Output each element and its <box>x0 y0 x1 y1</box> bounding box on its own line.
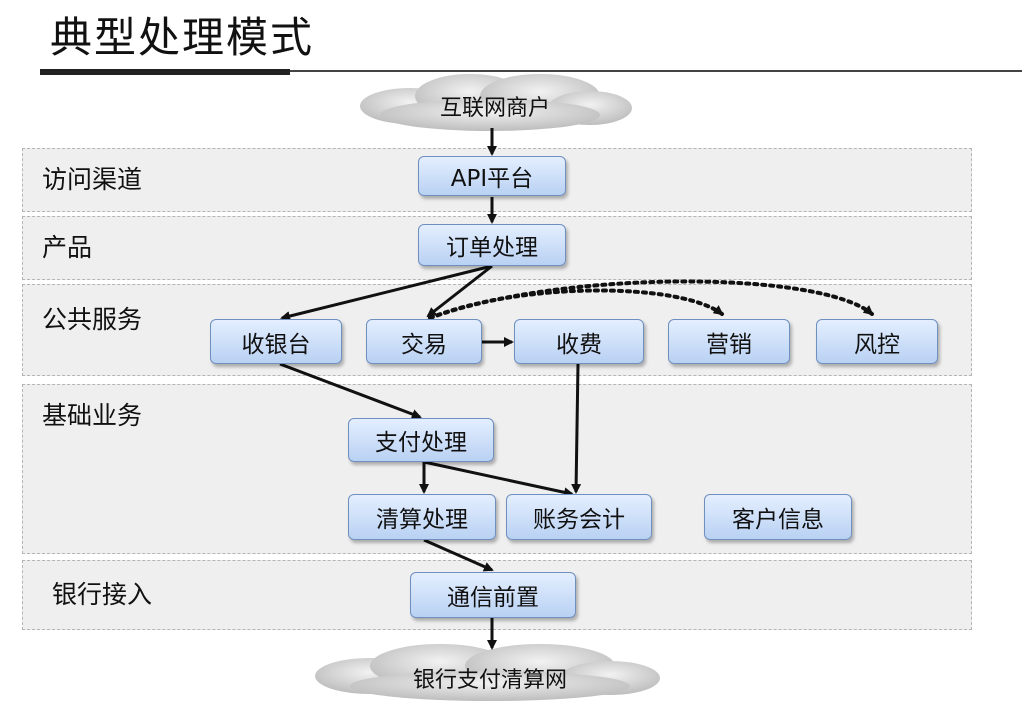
layer-band-bank-access <box>22 560 972 630</box>
layer-label-access: 访问渠道 <box>42 165 143 194</box>
cloud-shape-top <box>360 74 632 131</box>
node-clearing-processing[interactable]: 清算处理 <box>348 494 496 540</box>
arrow-clearing-to-gateway <box>423 538 494 572</box>
node-trade[interactable]: 交易 <box>366 319 482 364</box>
arrow-order-to-trade <box>426 264 493 318</box>
node-communication-gateway[interactable]: 通信前置 <box>410 572 576 618</box>
title-accent-bar <box>40 69 290 75</box>
node-api-platform[interactable]: API平台 <box>418 156 566 196</box>
merchant-cloud-label: 互联网商户 <box>439 96 550 121</box>
node-fee[interactable]: 收费 <box>514 319 644 364</box>
arrow-fee-to-accounting <box>571 363 582 494</box>
node-marketing[interactable]: 营销 <box>668 319 790 364</box>
bank-network-cloud-label: 银行支付清算网 <box>412 668 567 693</box>
layer-label-bank-access: 银行接入 <box>52 580 153 609</box>
page-title: 典型处理模式 <box>50 13 315 62</box>
layer-band-public-service <box>22 284 972 376</box>
node-order-processing[interactable]: 订单处理 <box>418 224 566 266</box>
node-risk-control[interactable]: 风控 <box>816 319 938 364</box>
cloud-shape-bottom <box>315 644 660 701</box>
layer-label-basic-business: 基础业务 <box>42 401 143 430</box>
title-divider <box>40 70 1022 72</box>
arrow-cashier-to-payment <box>279 362 422 419</box>
arrow-order-to-cashier <box>280 264 493 321</box>
node-payment-processing[interactable]: 支付处理 <box>348 418 494 462</box>
node-cashier[interactable]: 收银台 <box>210 319 342 364</box>
node-customer-info[interactable]: 客户信息 <box>704 494 852 540</box>
node-accounting[interactable]: 账务会计 <box>506 494 652 540</box>
layer-label-public-service: 公共服务 <box>42 305 143 334</box>
arrow-payment-to-accounting <box>423 460 574 498</box>
layer-label-product: 产品 <box>42 233 93 262</box>
dotted-arrow-to-risk <box>428 279 874 320</box>
